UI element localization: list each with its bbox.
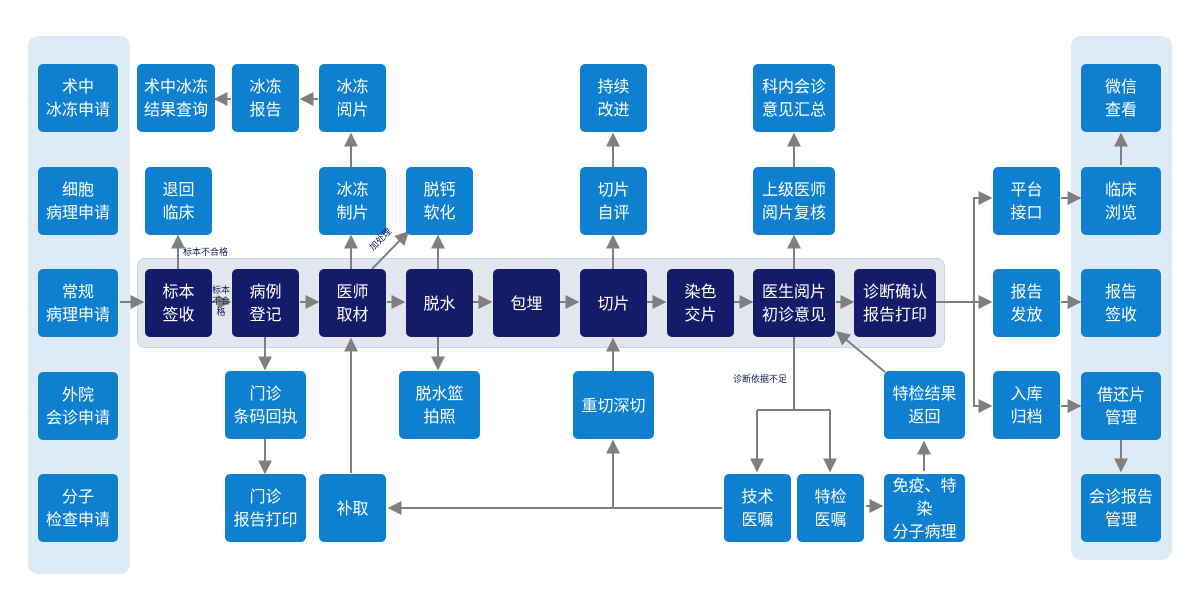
department-consult-summary[interactable]: 科内会诊 意见汇总 — [753, 64, 835, 132]
routine-pathology-request[interactable]: 常规 病理申请 — [38, 269, 118, 337]
report-issuance[interactable]: 报告 发放 — [993, 269, 1060, 337]
arrow-return-to-diag — [835, 331, 886, 373]
arrow-extra-process — [371, 230, 409, 270]
intraop-frozen-request[interactable]: 术中 冰冻申请 — [38, 64, 118, 132]
continuous-improvement[interactable]: 持续 改进 — [580, 64, 647, 132]
decalcification[interactable]: 脱钙 软化 — [406, 167, 473, 235]
dehydration[interactable]: 脱水 — [406, 269, 473, 337]
frozen-result-query[interactable]: 术中冰冻 结果查询 — [137, 64, 215, 132]
return-to-clinic[interactable]: 退回 临床 — [145, 167, 212, 235]
arrow-branch-platform — [973, 191, 993, 302]
recut-deep-section[interactable]: 重切深切 — [573, 371, 654, 439]
label-unqualified-up: 标本不合格 — [183, 248, 229, 258]
frozen-section-prep[interactable]: 冰冻 制片 — [319, 167, 386, 235]
slide-lending-management[interactable]: 借还片 管理 — [1081, 372, 1161, 440]
initial-diagnosis[interactable]: 医生阅片 初诊意见 — [753, 269, 835, 337]
supplementary-sampling[interactable]: 补取 — [319, 474, 386, 542]
dehydration-basket-photo[interactable]: 脱水篮 拍照 — [399, 371, 480, 439]
ihc-special-stain-molecular[interactable]: 免疫、特染 分子病理 — [884, 474, 965, 542]
senior-physician-review[interactable]: 上级医师 阅片复核 — [753, 167, 835, 235]
platform-interface[interactable]: 平台 接口 — [993, 167, 1060, 235]
physician-grossing[interactable]: 医师 取材 — [319, 269, 386, 337]
consult-report-management[interactable]: 会诊报告 管理 — [1081, 474, 1161, 542]
case-registration[interactable]: 病例 登记 — [232, 269, 299, 337]
embedding[interactable]: 包埋 — [493, 269, 560, 337]
archive-storage[interactable]: 入库 归档 — [993, 371, 1060, 439]
frozen-report[interactable]: 冰冻 报告 — [232, 64, 299, 132]
technical-order[interactable]: 技术 医嘱 — [724, 474, 791, 542]
arrow-branch-archive — [973, 302, 993, 413]
diagnosis-confirm-print[interactable]: 诊断确认 报告打印 — [854, 269, 936, 337]
outpatient-report-print[interactable]: 门诊 报告打印 — [225, 474, 306, 542]
sectioning[interactable]: 切片 — [580, 269, 647, 337]
label-insufficient-evidence: 诊断依据不足 — [733, 375, 788, 385]
clinical-browse[interactable]: 临床 浏览 — [1081, 167, 1161, 235]
outpatient-barcode-receipt[interactable]: 门诊 条码回执 — [225, 371, 306, 439]
special-test-order[interactable]: 特检 医嘱 — [797, 474, 864, 542]
section-self-evaluation[interactable]: 切片 自评 — [580, 167, 647, 235]
external-consult-request[interactable]: 外院 会诊申请 — [38, 372, 118, 440]
wechat-view[interactable]: 微信 查看 — [1081, 64, 1161, 132]
frozen-reading[interactable]: 冰冻 阅片 — [319, 64, 386, 132]
specimen-sign-in[interactable]: 标本 签收 — [145, 269, 212, 337]
molecular-test-request[interactable]: 分子 检查申请 — [38, 474, 118, 542]
cytology-request[interactable]: 细胞 病理申请 — [38, 167, 118, 235]
staining-handover[interactable]: 染色 交片 — [667, 269, 734, 337]
report-sign-off[interactable]: 报告 签收 — [1081, 269, 1161, 337]
special-test-result-return[interactable]: 特检结果 返回 — [884, 371, 965, 439]
label-unqualified-side: 标本不合格 — [211, 286, 230, 318]
